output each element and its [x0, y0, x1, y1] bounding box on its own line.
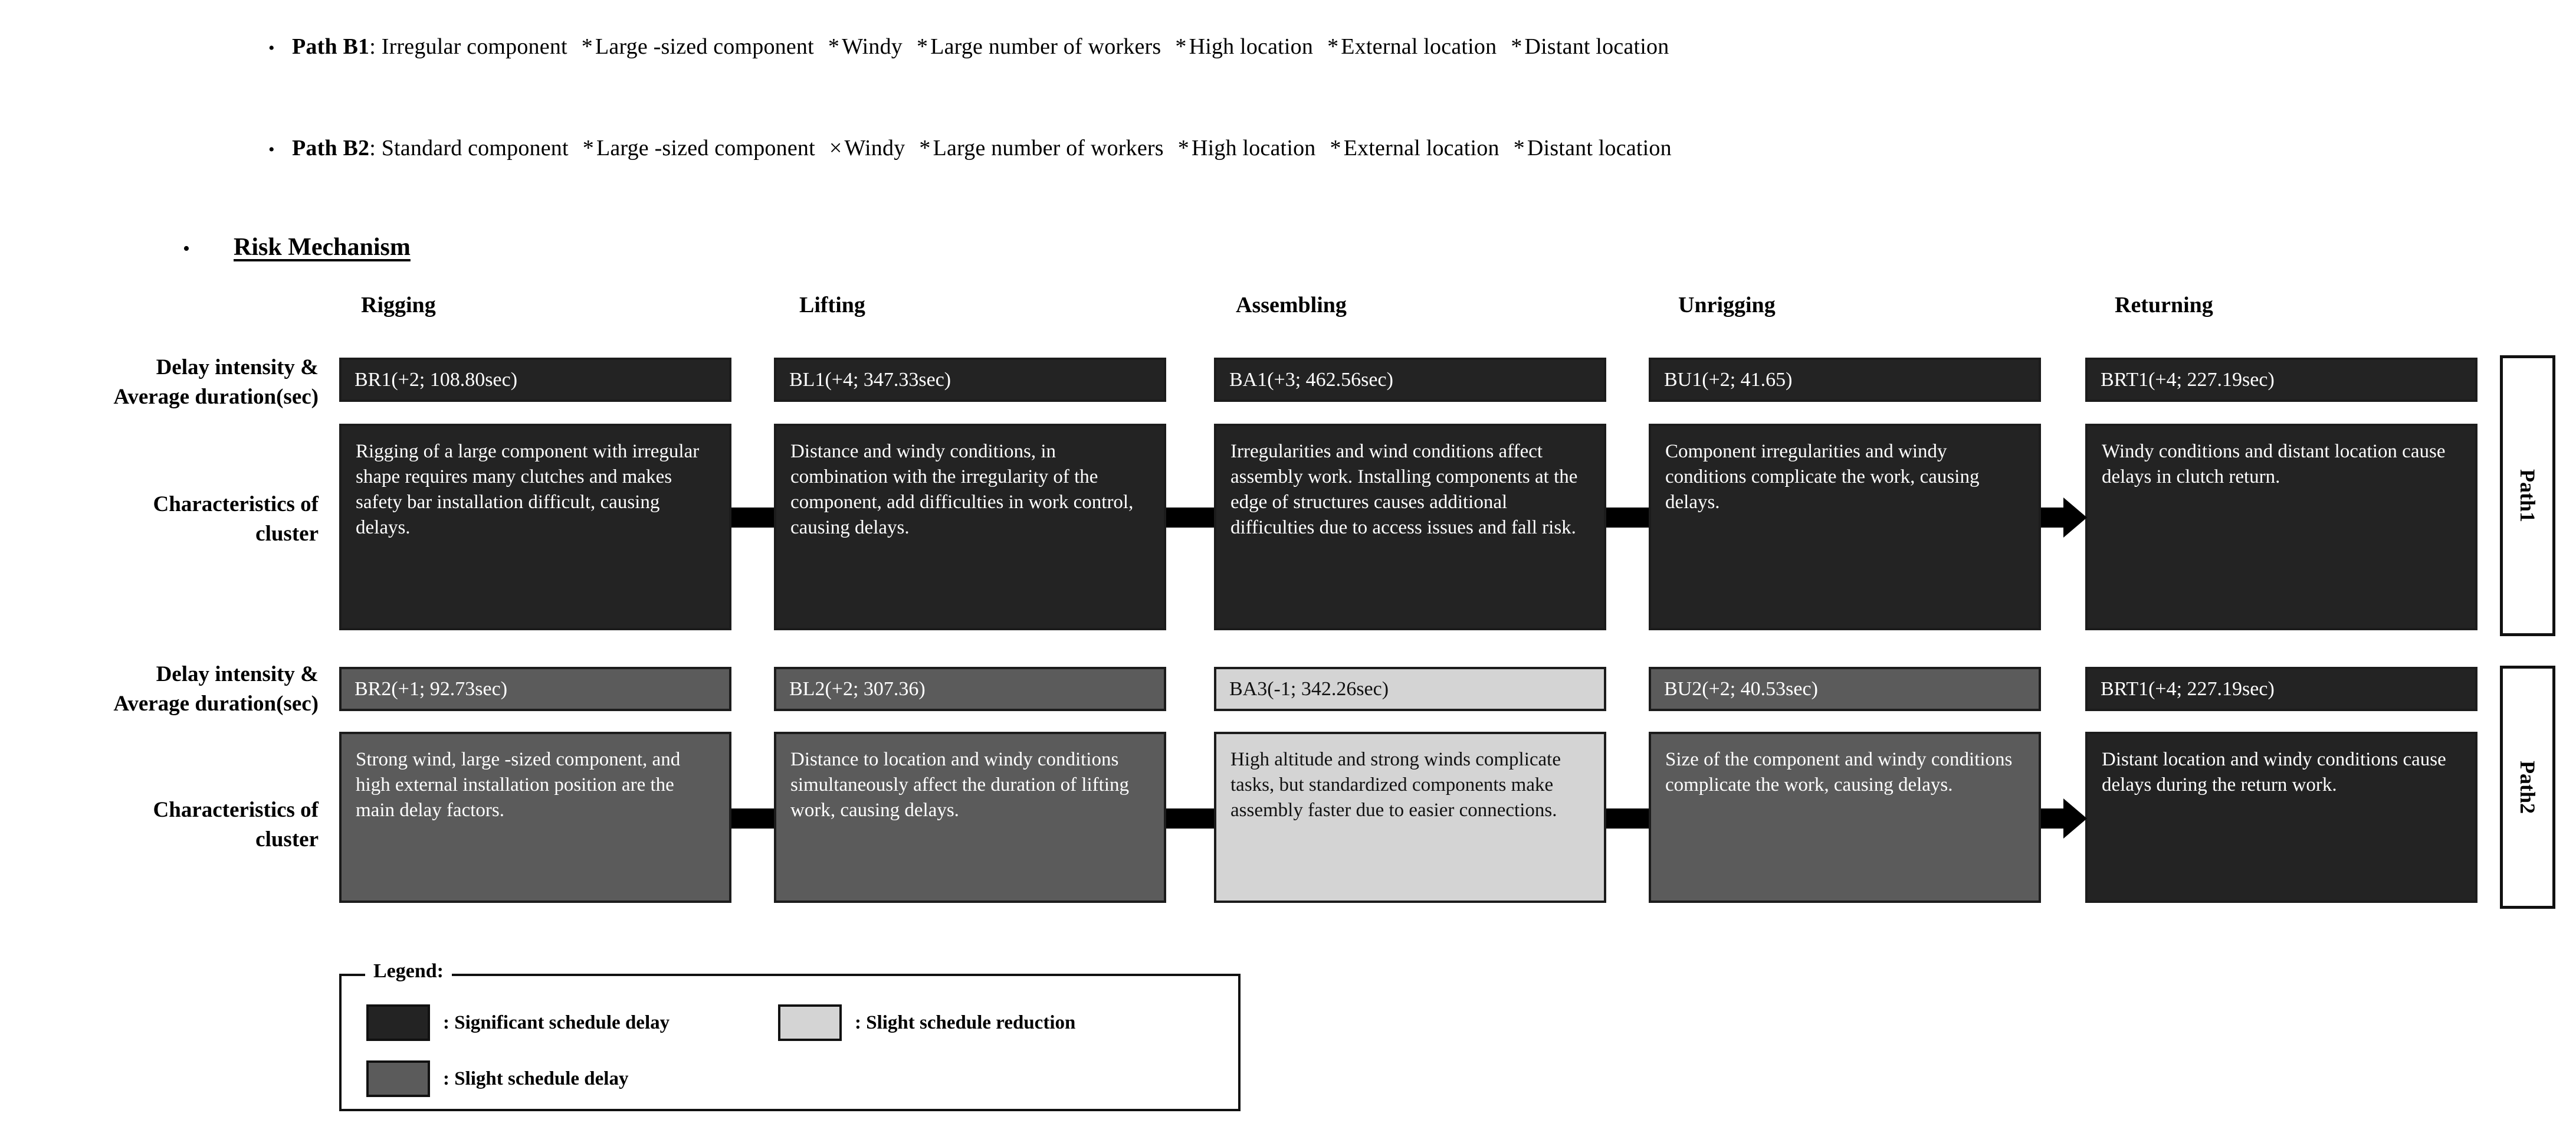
path-b2-colon: : [369, 136, 376, 161]
row1-code-box-unrigging[interactable]: BU1(+2; 41.65) [1649, 358, 2041, 402]
stage-header-lifting: Lifting [799, 293, 865, 317]
legend-item-slight-delay: : Slight schedule delay [366, 1060, 628, 1097]
path-b1-colon: : [369, 34, 376, 59]
path-b2-op-3: * [919, 136, 931, 161]
row1-connector-4 [2041, 508, 2065, 528]
stage-header-returning: Returning [2115, 293, 2213, 317]
row1-text-box-rigging[interactable]: Rigging of a large component with irregu… [339, 424, 731, 630]
path-b2-op-4: * [1177, 136, 1189, 161]
path-b1-term-1: Large -sized component [595, 34, 814, 59]
row1-connector-3 [1606, 508, 1649, 528]
row2-code-box-lifting[interactable]: BL2(+2; 307.36) [774, 667, 1166, 711]
row2-delay-line2: Average duration(sec) [113, 691, 319, 716]
row2-text-box-assembling[interactable]: High altitude and strong winds complicat… [1214, 732, 1606, 903]
legend-label-significant-delay: : Significant schedule delay [443, 1011, 670, 1033]
path-b1-term-4: High location [1189, 34, 1314, 59]
bullet-icon: • [268, 38, 275, 58]
row1-char-line1: Characteristics of [153, 492, 319, 516]
row1-connector-1 [731, 508, 774, 528]
row1-code-box-rigging[interactable]: BR1(+2; 108.80sec) [339, 358, 731, 402]
legend-title: Legend: [365, 960, 452, 983]
path-b2-op-1: * [582, 136, 594, 161]
path-b2-term-4: High location [1191, 136, 1316, 161]
path-b2-condition-line: •Path B2: Standard component*Large -size… [268, 137, 1672, 159]
row1-text-box-returning[interactable]: Windy conditions and distant location ca… [2085, 424, 2477, 630]
legend-item-slight-reduction: : Slight schedule reduction [778, 1004, 1075, 1041]
row1-text-box-assembling[interactable]: Irregularities and wind conditions affec… [1214, 424, 1606, 630]
row1-code-box-assembling[interactable]: BA1(+3; 462.56sec) [1214, 358, 1606, 402]
row2-code-box-unrigging[interactable]: BU2(+2; 40.53sec) [1649, 667, 2041, 711]
row1-code-box-returning[interactable]: BRT1(+4; 227.19sec) [2085, 358, 2477, 402]
legend-swatch-slight-delay [366, 1060, 430, 1097]
stage-header-rigging: Rigging [361, 293, 436, 317]
path-b1-op-4: * [1175, 34, 1187, 59]
row2-arrowhead-icon [2063, 798, 2087, 839]
path-b1-op-3: * [917, 34, 928, 59]
row2-connector-4 [2041, 808, 2065, 829]
legend-item-significant-delay: : Significant schedule delay [366, 1004, 670, 1041]
path-b1-term-3: Large number of workers [930, 34, 1161, 59]
row1-text-box-unrigging[interactable]: Component irregularities and windy condi… [1649, 424, 2041, 630]
row2-text-box-unrigging[interactable]: Size of the component and windy conditio… [1649, 732, 2041, 903]
path-b2-term-5: External location [1343, 136, 1499, 161]
row2-code-box-returning[interactable]: BRT1(+4; 227.19sec) [2085, 667, 2477, 711]
path-b2-term-1: Large -sized component [596, 136, 815, 161]
path-b2-term-3: Large number of workers [933, 136, 1164, 161]
path2-label: Path2 [2516, 761, 2539, 814]
legend-swatch-slight-reduction [778, 1004, 842, 1041]
bullet-icon: • [183, 238, 190, 260]
path-b2-term-0: Standard component [381, 136, 569, 161]
path-b2-op-2: × [829, 136, 842, 161]
path-b1-op-1: * [581, 34, 593, 59]
bullet-icon: • [268, 140, 275, 160]
row1-arrowhead-icon [2063, 497, 2087, 538]
path2-bracket: Path2 [2500, 666, 2555, 909]
path1-bracket: Path1 [2500, 355, 2555, 636]
path-b1-term-0: Irregular component [381, 34, 567, 59]
path-b1-op-5: * [1327, 34, 1339, 59]
row2-char-line2: cluster [255, 827, 319, 852]
path-b2-term-2: Windy [844, 136, 905, 161]
path-b2-term-6: Distant location [1527, 136, 1672, 161]
risk-mechanism-label: Risk Mechanism [234, 234, 411, 261]
path-b1-term-6: Distant location [1524, 34, 1669, 59]
row1-characteristics-label: Characteristics of cluster [12, 490, 319, 549]
path-b1-term-5: External location [1341, 34, 1497, 59]
legend-swatch-significant-delay [366, 1004, 430, 1041]
path-b1-term-2: Windy [842, 34, 903, 59]
row1-text-box-lifting[interactable]: Distance and windy conditions, in combin… [774, 424, 1166, 630]
row2-characteristics-label: Characteristics of cluster [12, 795, 319, 855]
row2-text-box-rigging[interactable]: Strong wind, large -sized component, and… [339, 732, 731, 903]
path-b2-op-5: * [1330, 136, 1341, 161]
row2-text-box-lifting[interactable]: Distance to location and windy condition… [774, 732, 1166, 903]
row2-delay-intensity-label: Delay intensity & Average duration(sec) [12, 660, 319, 719]
path-b2-name: Path B2 [292, 136, 370, 161]
row2-code-box-assembling[interactable]: BA3(-1; 342.26sec) [1214, 667, 1606, 711]
path-b1-condition-line: •Path B1: Irregular component*Large -siz… [268, 35, 1669, 58]
path1-label: Path1 [2516, 469, 2539, 522]
path-b1-op-6: * [1511, 34, 1522, 59]
legend-label-slight-delay: : Slight schedule delay [443, 1068, 629, 1089]
row2-connector-1 [731, 808, 774, 829]
row2-connector-2 [1166, 808, 1214, 829]
risk-mechanism-heading: • Risk Mechanism [183, 233, 411, 261]
stage-header-unrigging: Unrigging [1678, 293, 1776, 317]
legend-label-slight-reduction: : Slight schedule reduction [855, 1011, 1076, 1033]
path-b2-op-6: * [1513, 136, 1525, 161]
row2-code-box-rigging[interactable]: BR2(+1; 92.73sec) [339, 667, 731, 711]
path-b1-op-2: * [828, 34, 840, 59]
row1-delay-intensity-label: Delay intensity & Average duration(sec) [12, 353, 319, 412]
row1-char-line2: cluster [255, 521, 319, 546]
row2-char-line1: Characteristics of [153, 798, 319, 822]
row2-text-box-returning[interactable]: Distant location and windy conditions ca… [2085, 732, 2477, 903]
row1-connector-2 [1166, 508, 1214, 528]
row2-delay-line1: Delay intensity & [156, 662, 319, 686]
path-b1-name: Path B1 [292, 34, 370, 59]
stage-header-assembling: Assembling [1236, 293, 1347, 317]
row1-code-box-lifting[interactable]: BL1(+4; 347.33sec) [774, 358, 1166, 402]
legend-panel: Legend: : Significant schedule delay : S… [339, 960, 1241, 1111]
row2-connector-3 [1606, 808, 1649, 829]
row1-delay-line2: Average duration(sec) [113, 384, 319, 409]
row1-delay-line1: Delay intensity & [156, 355, 319, 379]
